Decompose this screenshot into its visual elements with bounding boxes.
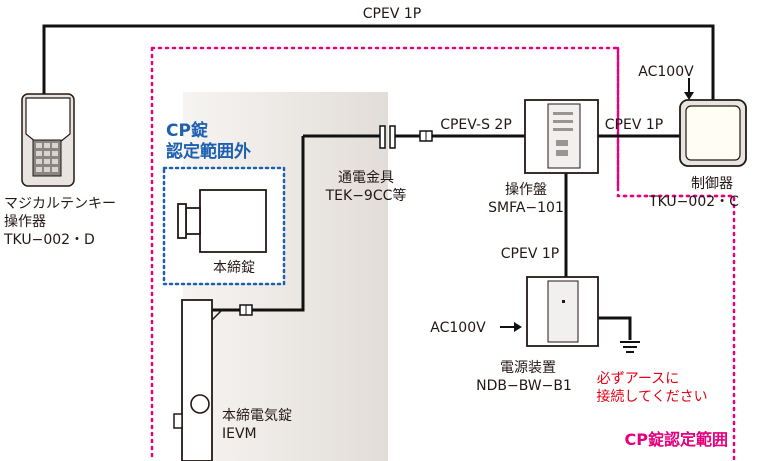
keypad-label-2: 操作器 bbox=[4, 214, 46, 230]
fitting-label-1: 通電金具 bbox=[338, 170, 394, 186]
ac100v-top-label: AC100V bbox=[638, 64, 694, 80]
power-supply-device bbox=[526, 276, 599, 347]
cpev-s-label: CPEV-S 2P bbox=[440, 117, 512, 133]
connector-icon bbox=[239, 130, 433, 316]
fitting-label-2: TEK−9CC等 bbox=[325, 187, 407, 204]
keypad-label-1: マジカルテンキー bbox=[4, 196, 116, 212]
operation-panel-device bbox=[524, 99, 599, 174]
power-label-2: NDB−BW−B1 bbox=[476, 378, 572, 394]
electric-lock-label-2: IEVM bbox=[222, 426, 257, 442]
controller-label-1: 制御器 bbox=[691, 176, 733, 192]
arrow-right-icon bbox=[514, 322, 522, 332]
keypad-label-3: TKU−002・D bbox=[3, 232, 95, 248]
power-label-1: 電源装置 bbox=[500, 360, 556, 376]
keypad-device bbox=[21, 93, 75, 187]
main-lock-device bbox=[177, 189, 267, 253]
cpev-right-label: CPEV 1P bbox=[605, 117, 663, 133]
cable-top-label: CPEV 1P bbox=[363, 6, 421, 22]
earth-note-line1: 必ずアースに bbox=[597, 371, 679, 387]
controller-label-2: TKU−002・C bbox=[648, 194, 739, 210]
cp-range-title: CP錠認定範囲 bbox=[625, 430, 728, 449]
fitting-device bbox=[379, 125, 396, 149]
panel-label-1: 操作盤 bbox=[505, 182, 547, 198]
wires bbox=[42, 24, 715, 340]
wire-top bbox=[42, 24, 715, 105]
arrow-down-icon bbox=[684, 92, 694, 100]
cp-out-title-line2: 認定範囲外 bbox=[166, 141, 251, 162]
cp-out-title-line1: CP錠 bbox=[166, 120, 208, 141]
earth-note-line2: 接続してください bbox=[596, 388, 707, 405]
main-lock-label: 本締錠 bbox=[213, 259, 255, 276]
controller-device bbox=[679, 99, 747, 167]
electric-lock-label-1: 本締電気錠 bbox=[222, 407, 292, 424]
panel-label-2: SMFA−101 bbox=[488, 200, 564, 216]
electric-lock-device bbox=[173, 299, 223, 461]
ac100v-bottom-label: AC100V bbox=[430, 320, 486, 336]
earth-icon bbox=[620, 341, 640, 353]
cpev-mid-label: CPEV 1P bbox=[501, 246, 559, 262]
wire-earth bbox=[598, 316, 632, 340]
